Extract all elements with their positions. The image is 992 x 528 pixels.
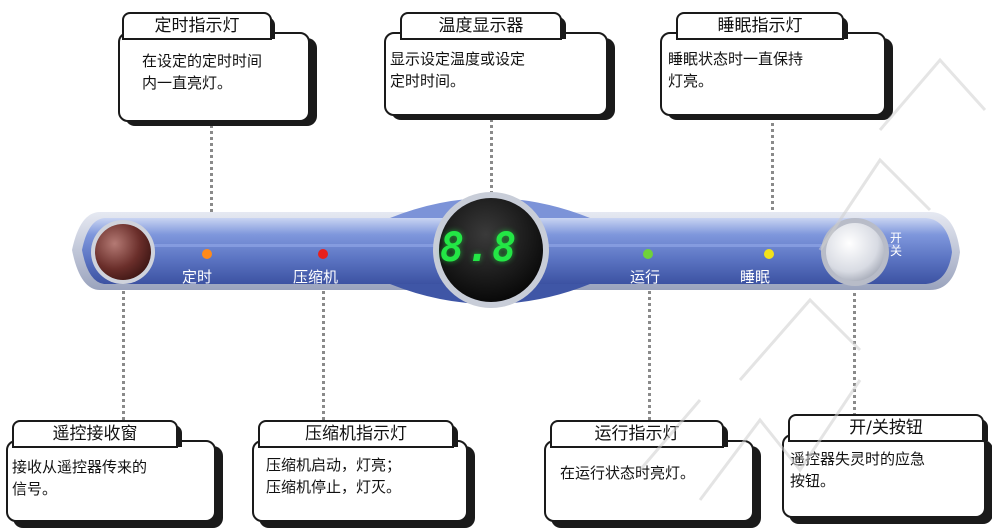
control-panel-graphic xyxy=(72,192,960,308)
callout-text: 接收从遥控器传来的 信号。 xyxy=(12,458,148,498)
callout-title: 压缩机指示灯 xyxy=(258,420,454,448)
compressor-led xyxy=(318,249,328,259)
leader-temperature xyxy=(490,112,493,220)
leader-sleep xyxy=(771,112,774,252)
callout-title: 温度显示器 xyxy=(400,12,562,40)
callout-text: 睡眠状态时一直保持 灯亮。 xyxy=(668,50,804,90)
run-led xyxy=(643,249,653,259)
callout-title: 定时指示灯 xyxy=(122,12,272,40)
leader-receiver xyxy=(122,286,125,426)
sleep-led xyxy=(764,249,774,259)
callout-text: 在设定的定时时间 内一直亮灯。 xyxy=(142,52,263,92)
callout-title: 运行指示灯 xyxy=(550,420,724,448)
leader-timer xyxy=(210,118,213,230)
temperature-display-value: 8.8 xyxy=(440,225,519,271)
indicator-label-run: 运行 xyxy=(630,268,661,286)
callout-text: 显示设定温度或设定 定时时间。 xyxy=(390,50,526,90)
timer-led xyxy=(202,249,212,259)
indicator-label-timer: 定时 xyxy=(182,268,213,286)
callout-title: 遥控接收窗 xyxy=(12,420,178,448)
callout-text: 在运行状态时亮灯。 xyxy=(560,464,696,482)
callout-title: 开/关按钮 xyxy=(788,414,984,442)
control-panel: 8.8 定时 压缩机 运行 睡眠 开关 xyxy=(60,170,970,320)
power-button-label[interactable]: 开关 xyxy=(889,231,902,258)
callout-text: 遥控器失灵时的应急 按钮。 xyxy=(790,450,926,490)
indicator-label-sleep: 睡眠 xyxy=(740,268,771,286)
leader-run xyxy=(648,262,651,426)
callout-text: 压缩机启动，灯亮； 压缩机停止，灯灭。 xyxy=(266,456,402,496)
indicator-label-compressor: 压缩机 xyxy=(293,268,339,286)
callout-title: 睡眠指示灯 xyxy=(676,12,844,40)
leader-compressor xyxy=(322,268,325,426)
